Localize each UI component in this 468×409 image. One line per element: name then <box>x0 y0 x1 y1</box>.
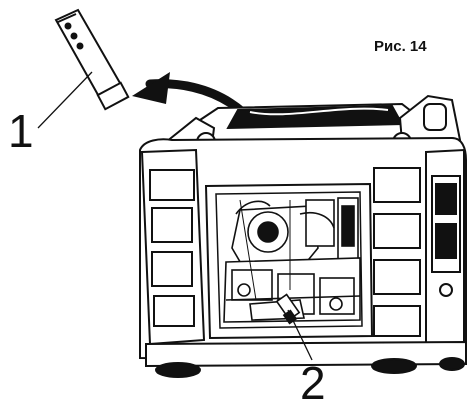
figure-caption: Рис. 14 <box>374 38 427 55</box>
callout-1-leader <box>38 72 92 128</box>
spark-plug-wrench-icon <box>56 10 128 109</box>
callout-label-2: 2 <box>300 360 326 406</box>
callout-label-1: 1 <box>8 108 34 154</box>
